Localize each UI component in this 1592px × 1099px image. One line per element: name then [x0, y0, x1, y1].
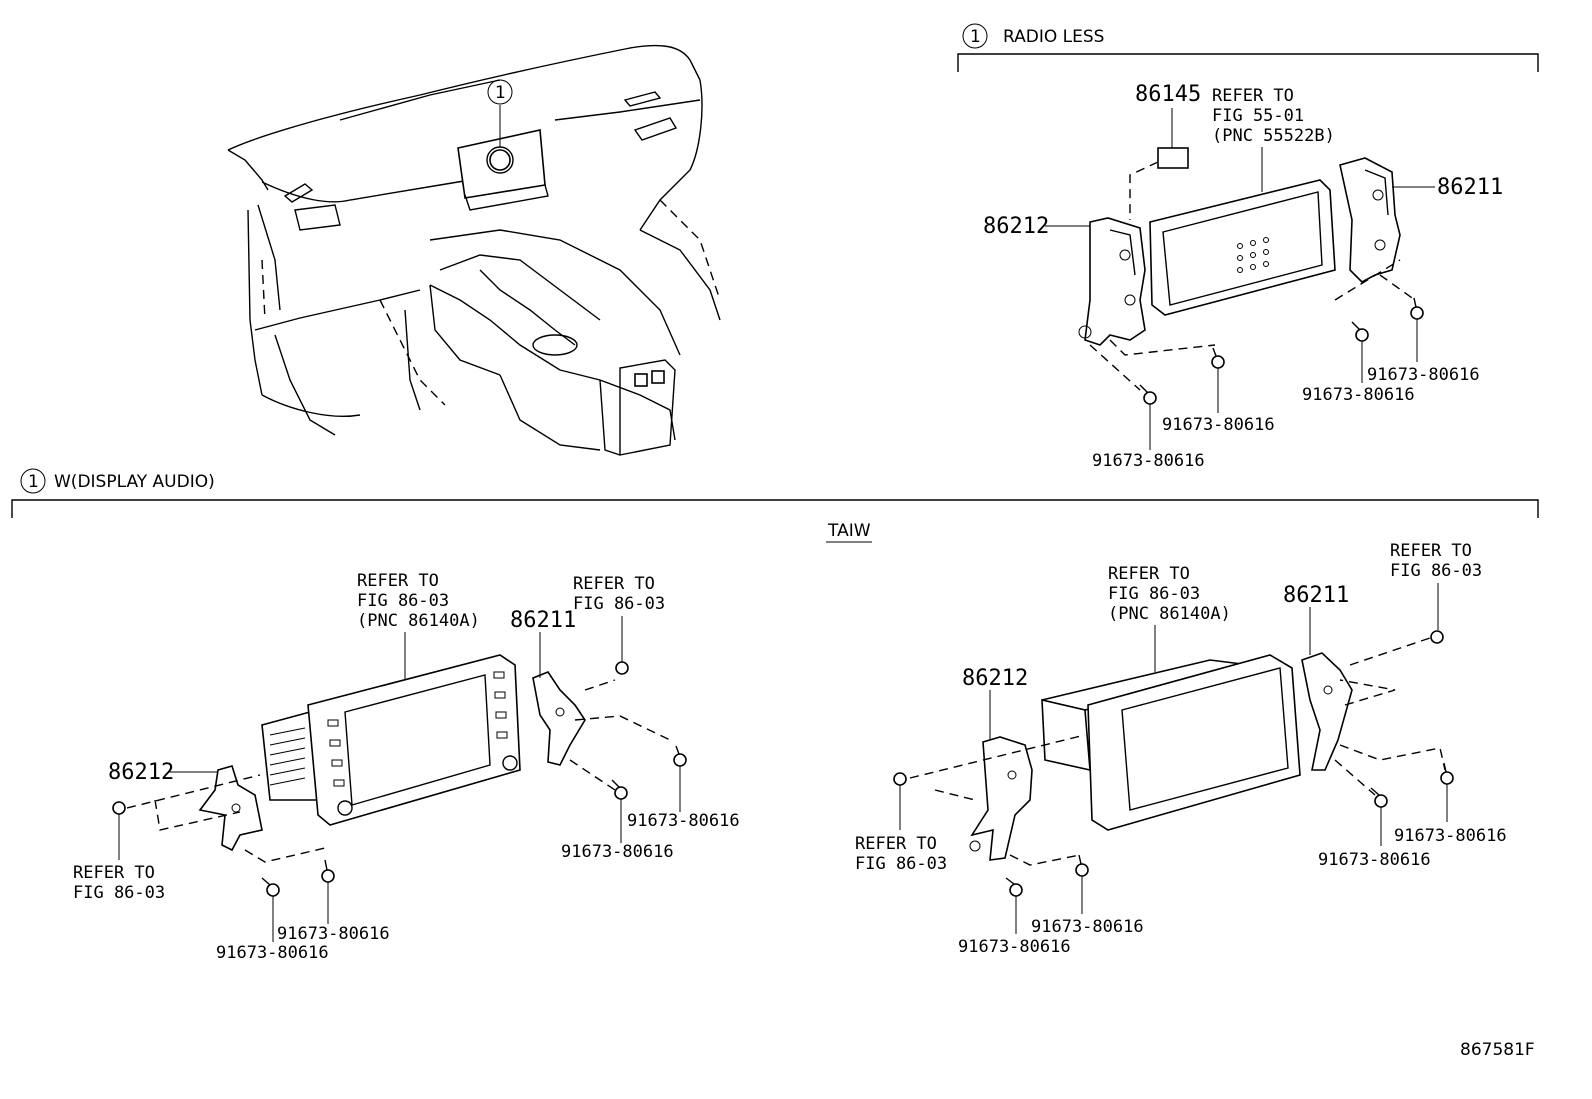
- da-part-86212: 86212: [108, 760, 174, 785]
- radio-less-screw-c: 91673-80616: [1302, 385, 1415, 405]
- radio-less-refer-1: REFER TO: [1212, 86, 1294, 106]
- taiw-part-86211: 86211: [1283, 583, 1349, 608]
- radio-less-refer-2: FIG 55-01: [1212, 106, 1304, 126]
- radio-less-part-86212: 86212: [983, 214, 1049, 239]
- taiw-refer-left-2: FIG 86-03: [855, 854, 947, 874]
- radio-less-section: 1 RADIO LESS 86145 REFER TO FIG 55-01 (P…: [957, 23, 1539, 471]
- da-screw-a: 91673-80616: [627, 811, 740, 831]
- da-refer-center-1: REFER TO: [357, 571, 439, 591]
- da-refer-left-2: FIG 86-03: [73, 883, 165, 903]
- da-rear-vents: [269, 727, 306, 786]
- radio-less-screw-a: 91673-80616: [1092, 451, 1205, 471]
- radio-less-title: RADIO LESS: [1003, 27, 1104, 47]
- da-refer-right-1: REFER TO: [573, 574, 655, 594]
- radio-less-panel-dots: [1237, 237, 1269, 273]
- da-refer-center-2: FIG 86-03: [357, 591, 449, 611]
- display-audio-section: REFER TO FIG 86-03 (PNC 86140A): [73, 571, 740, 963]
- da-head-buttons: [327, 671, 508, 787]
- taiw-refer-right-1: REFER TO: [1390, 541, 1472, 561]
- radio-less-screw-b: 91673-80616: [1162, 415, 1275, 435]
- radio-less-part-86145: 86145: [1135, 82, 1201, 107]
- taiw-refer-center-1: REFER TO: [1108, 564, 1190, 584]
- da-part-86211: 86211: [510, 608, 576, 633]
- dashboard-callout-number: 1: [495, 83, 506, 103]
- da-screw-b: 91673-80616: [561, 842, 674, 862]
- radio-less-callout: 1: [970, 27, 981, 47]
- taiw-refer-center-2: FIG 86-03: [1108, 584, 1200, 604]
- taiw-screw-c: 91673-80616: [1031, 917, 1144, 937]
- da-refer-right-2: FIG 86-03: [573, 594, 665, 614]
- taiw-screw-d: 91673-80616: [958, 937, 1071, 957]
- taiw-refer-center-3: (PNC 86140A): [1108, 604, 1231, 624]
- display-audio-header: 1 W(DISPLAY AUDIO) TAIW: [11, 468, 1539, 543]
- display-audio-callout: 1: [28, 472, 39, 492]
- taiw-part-86212: 86212: [962, 666, 1028, 691]
- display-audio-title: W(DISPLAY AUDIO): [54, 472, 215, 492]
- taiw-section: REFER TO FIG 86-03 (PNC 86140A) 86211 RE…: [855, 541, 1507, 957]
- da-screws: [112, 661, 687, 897]
- radio-less-refer-3: (PNC 55522B): [1212, 126, 1335, 146]
- taiw-screw-b: 91673-80616: [1318, 850, 1431, 870]
- da-refer-center-3: (PNC 86140A): [357, 611, 480, 631]
- da-screw-d: 91673-80616: [216, 943, 329, 963]
- radio-less-screw-d: 91673-80616: [1367, 365, 1480, 385]
- taiw-refer-left-1: REFER TO: [855, 834, 937, 854]
- da-screw-c: 91673-80616: [277, 924, 390, 944]
- taiw-refer-right-2: FIG 86-03: [1390, 561, 1482, 581]
- figure-id: 867581F: [1460, 1040, 1535, 1060]
- dashboard-illustration: 1: [227, 44, 721, 456]
- taiw-title: TAIW: [827, 521, 871, 541]
- radio-less-part-86211: 86211: [1437, 175, 1503, 200]
- taiw-screw-a: 91673-80616: [1394, 826, 1507, 846]
- da-refer-left-1: REFER TO: [73, 863, 155, 883]
